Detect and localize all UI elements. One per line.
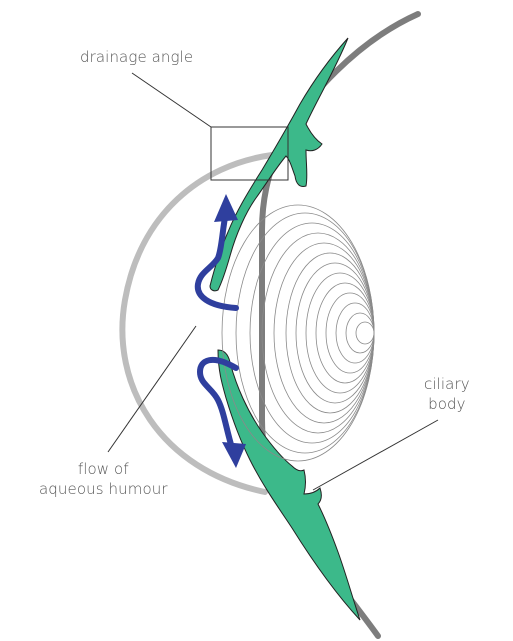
sclera (262, 14, 418, 636)
lens-ring (346, 313, 374, 353)
ciliary-body-label: ciliary body (424, 374, 470, 414)
ciliary-body-label-line1: ciliary (424, 374, 470, 394)
lens-ring (250, 223, 374, 443)
lens-ring (326, 293, 374, 373)
flow-label-line2: aqueous humour (39, 479, 168, 499)
ciliary-body-label-line2: body (424, 394, 470, 414)
lens-ring (336, 303, 374, 363)
lens-ring (286, 253, 374, 413)
lens-ring (262, 233, 374, 433)
flow-label: flow of aqueous humour (39, 459, 168, 499)
lens-ring (356, 322, 374, 344)
lens-ring (236, 213, 374, 453)
lens-ring (274, 243, 374, 423)
arrow-down-icon (222, 442, 246, 468)
arrow-up-icon (214, 194, 238, 222)
flow-label-line1: flow of (39, 459, 168, 479)
drainage-angle-leader (132, 73, 211, 127)
drainage-angle-label: drainage angle (80, 47, 193, 67)
lens-ring (316, 283, 374, 383)
ciliary-body-leader (313, 420, 438, 490)
lens-ring (296, 263, 374, 403)
